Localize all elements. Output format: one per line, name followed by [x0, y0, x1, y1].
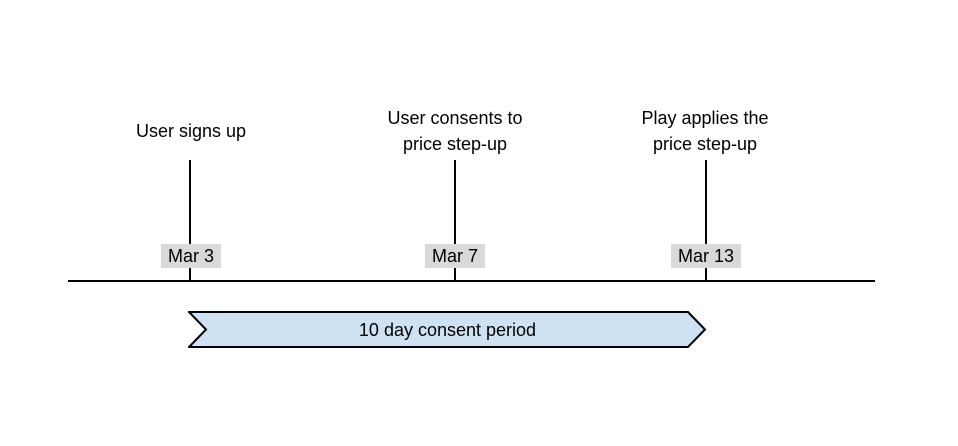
date-label-mar-7: Mar 7 — [424, 244, 486, 268]
consent-period-arrow-shape — [188, 311, 707, 348]
event-tick-line-mar-3 — [189, 160, 191, 281]
event-label-play-applies: Play applies the price step-up — [641, 108, 769, 154]
consent-period-arrow — [188, 311, 707, 348]
consent-period-label: 10 day consent period — [358, 319, 537, 340]
date-label-mar-13: Mar 13 — [670, 244, 742, 268]
event-tick-line-mar-13 — [705, 160, 707, 281]
event-tick-line-mar-7 — [454, 160, 456, 281]
event-label-user-consents: User consents to price step-up — [387, 108, 523, 154]
timeline-axis — [68, 280, 875, 282]
event-label-user-signs-up: User signs up — [135, 121, 247, 141]
date-label-mar-3: Mar 3 — [160, 244, 222, 268]
